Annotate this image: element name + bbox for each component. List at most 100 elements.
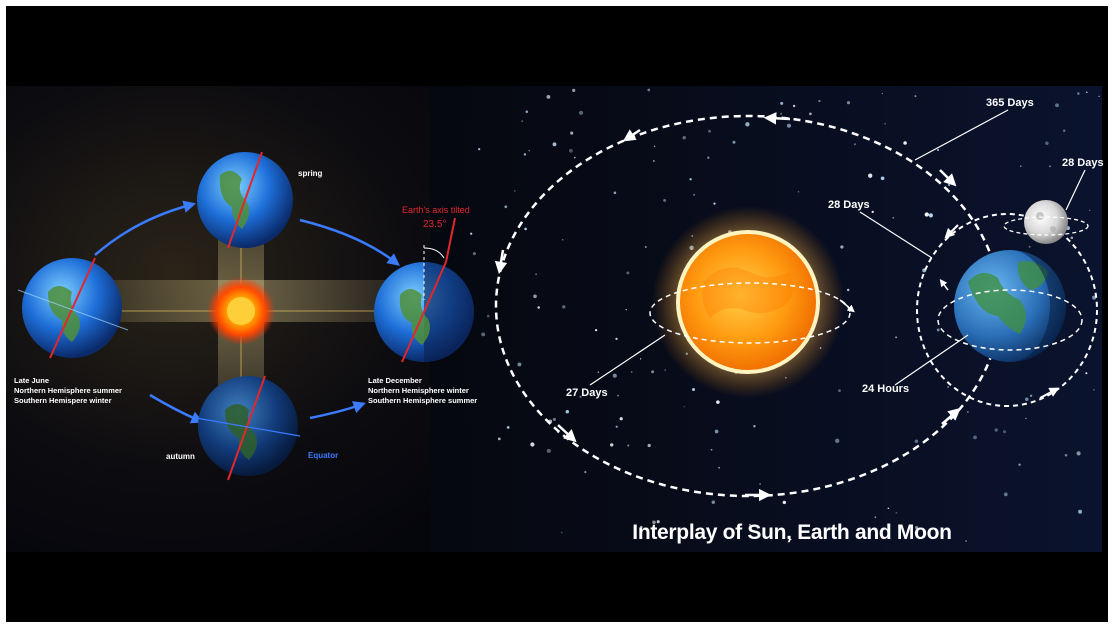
star [478,147,481,151]
earth-rotation-path [937,289,1083,351]
star [653,145,656,148]
star [619,417,623,421]
star [947,386,949,388]
leader-27-days [589,334,666,386]
star [546,448,551,453]
star [517,362,522,367]
star [535,273,538,276]
star [561,238,564,241]
star [506,426,510,429]
star [1029,394,1033,397]
june-caption: Late June Northern Hemisphere summer Sou… [14,376,124,405]
label-axis-tilt-value: 23.5° [423,219,446,230]
star [546,95,551,99]
star [530,442,535,447]
star [1055,103,1059,108]
star [568,148,573,153]
star [716,400,720,404]
earth-autumn [195,375,301,481]
star [903,141,907,145]
season-orbit-arrow-bottom-left [149,393,204,424]
label-equator: Equator [308,451,338,460]
december-caption-line-1: Late December [368,376,422,385]
star [759,483,761,485]
star [609,443,614,447]
star [928,213,933,218]
star [846,101,851,105]
star [579,395,582,398]
star [664,369,666,371]
star [689,178,692,181]
moon-orbit-path [916,213,1098,407]
star [1085,372,1088,375]
earth-orbit-arrow-left-top [622,128,641,142]
label-moon-orbit-period: 28 Days [828,199,870,211]
star [708,129,711,133]
star [647,88,651,92]
star [1086,91,1088,94]
star [537,306,540,309]
star [1076,451,1081,456]
star [584,471,587,474]
axis-tilt-pointer [445,217,456,263]
star [683,406,685,408]
star [682,136,686,140]
star [874,516,877,519]
star [1028,245,1031,248]
star [792,104,796,108]
earth-continents [968,261,1048,334]
seasons-diagram: spring autumn Equator Earth's axis tilte… [14,151,477,481]
star [871,210,874,214]
star [653,160,655,162]
december-caption-line-3: Southern Hemisphere summer [368,396,477,405]
star [562,305,566,309]
earth-june [17,257,129,359]
star [936,328,940,332]
june-caption-line-3: Southern Hemispere winter [14,396,112,405]
moon-orbit-arrow-bottom [1039,387,1060,399]
star [523,153,527,156]
star [504,205,508,209]
june-caption-line-1: Late June [14,376,49,385]
star [651,370,655,374]
earth-orbit-arrow-bottom-left [557,424,577,443]
moon-crater-2 [1050,226,1056,232]
star [838,389,841,393]
star [753,425,756,428]
star [1003,492,1008,497]
star [1045,141,1049,146]
star [561,531,563,534]
label-earth-orbit-period: 365 Days [986,97,1034,109]
star [626,271,630,275]
star [1077,92,1080,95]
star [1020,165,1022,167]
star [615,425,618,428]
season-orbit-arrow-top-right [299,218,400,266]
label-autumn: autumn [166,452,195,461]
star [1078,509,1083,514]
star [652,520,656,525]
star [892,216,895,219]
star [625,308,627,311]
star [847,288,850,292]
label-moon-rotation-period: 28 Days [1062,157,1104,169]
star [472,252,476,256]
star [1049,165,1051,168]
star [937,148,940,152]
star [572,88,576,92]
earth-orbit-arrow-left [494,249,508,275]
label-spring: spring [298,169,323,178]
star [552,417,556,421]
star [994,428,998,432]
star [966,410,969,414]
sun-rotation-path [649,282,851,344]
star [707,156,710,159]
star [528,150,530,152]
star [1089,209,1091,212]
star [710,448,713,451]
star [914,95,917,98]
star [1064,453,1068,457]
star [565,409,570,414]
sun [676,230,820,374]
